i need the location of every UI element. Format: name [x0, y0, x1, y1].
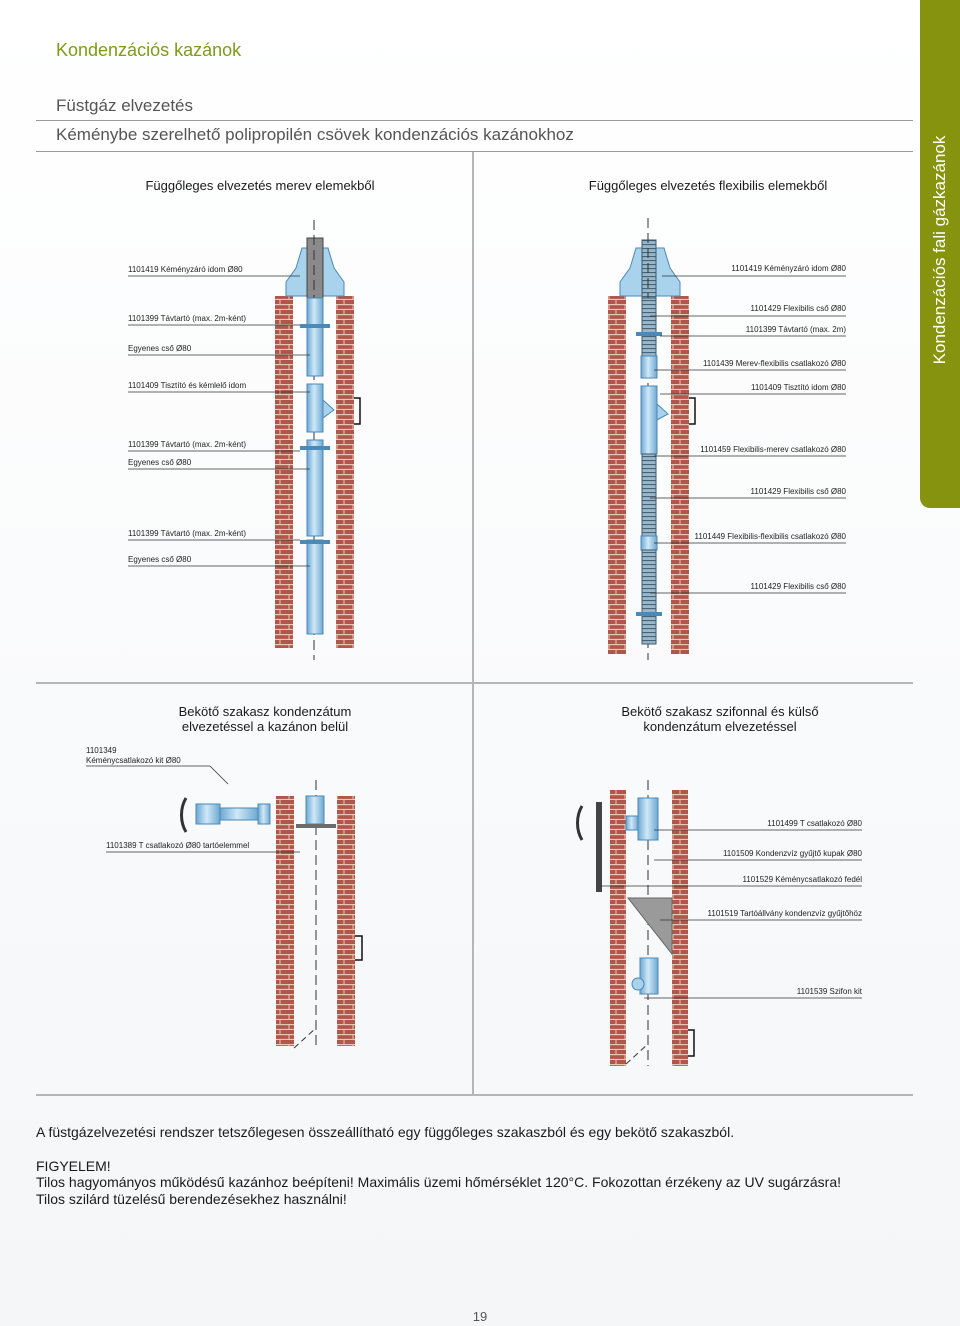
- rigid-panel-title: Függőleges elvezetés merev elemekből: [145, 178, 375, 193]
- rigid-label-1: 1101419 Kéményzáró idom Ø80: [128, 265, 243, 274]
- flexible-chimney: [608, 218, 696, 660]
- kit-name: Kéménycsatlakozó kit Ø80: [86, 756, 181, 765]
- rigid-label-6: Egyenes cső Ø80: [128, 458, 192, 467]
- internal-connection-diagram: [180, 780, 363, 1050]
- flex-label-9: 1101429 Flexibilis cső Ø80: [750, 582, 846, 591]
- siphon-label-4: 1101519 Tartóállvány kondenzvíz gyűjtőhö…: [707, 909, 862, 918]
- flex-label-4: 1101439 Merev-flexibilis csatlakozó Ø80: [702, 359, 846, 368]
- flex-label-5: 1101409 Tisztító idom Ø80: [750, 383, 846, 392]
- siphon-label-3: 1101529 Kéménycsatlakozó fedél: [742, 875, 863, 884]
- siphon-label-5: 1101539 Szifon kit: [796, 987, 862, 996]
- subtitle-divider: [36, 151, 913, 152]
- rigid-label-5: 1101399 Távtartó (max. 2m-ként): [128, 440, 246, 449]
- row-divider: [36, 682, 913, 684]
- siphon-connection-diagram: [576, 780, 695, 1066]
- flex-label-7: 1101429 Flexibilis cső Ø80: [750, 487, 846, 496]
- flex-label-2: 1101429 Flexibilis cső Ø80: [750, 304, 846, 313]
- warning-line-2: Tilos szilárd tüzelésű berendezésekhez h…: [36, 1191, 347, 1207]
- internal-title-line1: Bekötő szakasz kondenzátum: [178, 704, 352, 719]
- warning-line-1: Tilos hagyományos működésű kazánhoz beép…: [36, 1174, 842, 1190]
- rigid-label-3: Egyenes cső Ø80: [128, 344, 192, 353]
- rigid-label-4: 1101409 Tisztító és kémlelő idom: [128, 381, 247, 390]
- siphon-label-1: 1101499 T csatlakozó Ø80: [767, 819, 862, 828]
- internal-label-1: 1101389 T csatlakozó Ø80 tartóelemmel: [106, 841, 250, 850]
- page-subtitle: Kéménybe szerelhető polipropilén csövek …: [56, 125, 574, 144]
- leader-lines: [86, 275, 862, 999]
- title-divider: [36, 120, 913, 121]
- section-title: Kondenzációs kazánok: [56, 40, 242, 60]
- siphon-label-2: 1101509 Kondenzvíz gyűjtő kupak Ø80: [722, 849, 862, 858]
- flex-label-1: 1101419 Kéményzáró idom Ø80: [731, 264, 846, 273]
- siphon-panel-title: Bekötő szakasz szifonnal és külső konden…: [570, 704, 870, 734]
- flexible-panel-title: Függőleges elvezetés flexibilis elemekbő…: [588, 178, 828, 193]
- internal-title-line2: elvezetéssel a kazánon belül: [181, 719, 349, 734]
- rigid-chimney: [275, 220, 361, 660]
- side-tab: Kondenzációs fali gázkazánok: [920, 0, 960, 508]
- siphon-title-line2: kondenzátum elvezetéssel: [643, 719, 797, 734]
- kit-code: 1101349: [86, 746, 117, 755]
- column-divider-bottom: [472, 683, 474, 1095]
- siphon-title-line1: Bekötő szakasz szifonnal és külső: [621, 704, 819, 719]
- internal-panel-title: Bekötő szakasz kondenzátum elvezetéssel …: [115, 704, 415, 734]
- flex-label-6: 1101459 Flexibilis-merev csatlakozó Ø80: [700, 445, 846, 454]
- flex-label-8: 1101449 Flexibilis-flexibilis csatlakozó…: [694, 532, 846, 541]
- rigid-label-2: 1101399 Távtartó (max. 2m-ként): [128, 314, 246, 323]
- intro-paragraph: A füstgázelvezetési rendszer tetszőleges…: [36, 1124, 735, 1140]
- warning-title: FIGYELEM!: [36, 1158, 111, 1174]
- page-number: 19: [472, 1309, 488, 1324]
- column-divider-top: [472, 152, 474, 682]
- flex-label-3: 1101399 Távtartó (max. 2m): [745, 325, 846, 334]
- rigid-label-7: 1101399 Távtartó (max. 2m-ként): [128, 529, 246, 538]
- footer-divider: [36, 1094, 913, 1096]
- page-title: Füstgáz elvezetés: [56, 96, 194, 115]
- rigid-label-8: Egyenes cső Ø80: [128, 555, 192, 564]
